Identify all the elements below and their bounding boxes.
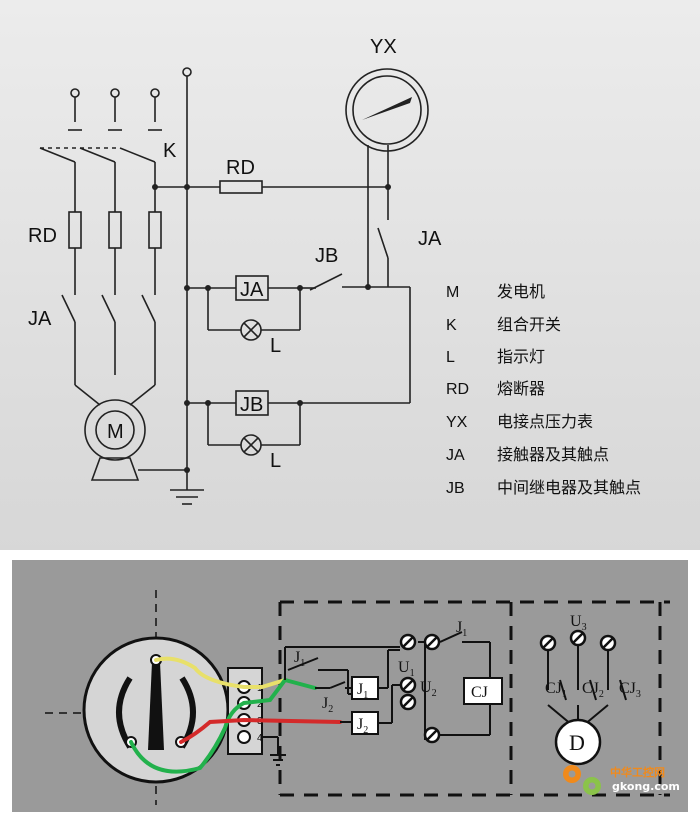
legend-desc: 中间继电器及其触点	[497, 478, 641, 497]
label-k: K	[163, 140, 177, 162]
watermark-url: gkong.com	[612, 780, 680, 793]
label-yx: YX	[370, 36, 397, 58]
label-j2-relay: J2	[357, 716, 368, 736]
label-lamp-2: L	[270, 450, 281, 472]
label-cj: CJ	[471, 684, 488, 701]
label-cj3: CJ3	[619, 680, 641, 700]
pressure-gauge-yx	[345, 68, 429, 403]
label-j1-contact: J1	[456, 619, 467, 639]
label-jb: JB	[315, 245, 338, 267]
legend-code: JB	[446, 480, 465, 497]
label-u3: U3	[570, 613, 587, 633]
neutral-bus	[170, 67, 204, 505]
screw-terminals	[399, 629, 617, 744]
legend-code: RD	[446, 381, 469, 398]
combination-switch-k	[39, 147, 156, 212]
legend-code: M	[446, 284, 459, 301]
fuses-rd	[68, 211, 162, 295]
label-j2-switch: J2	[322, 695, 333, 715]
legend-code: L	[446, 349, 455, 366]
label-d: D	[569, 730, 585, 755]
label-j1-relay: J1	[357, 681, 368, 701]
legend-desc: 熔断器	[497, 379, 545, 398]
jb-coil-branch	[187, 390, 410, 456]
junction-dots	[152, 184, 391, 473]
terminal-2-label: 2	[257, 699, 263, 710]
terminal-4-label: 4	[257, 733, 263, 744]
legend-code: JA	[446, 447, 465, 464]
label-ja-coil: JA	[240, 279, 264, 301]
watermark-cn: 中华工控网	[610, 765, 665, 779]
label-cj1: CJ1	[545, 680, 567, 700]
label-ja-right: JA	[418, 228, 442, 250]
legend-desc: 电接点压力表	[497, 412, 593, 431]
label-u2: U2	[420, 679, 437, 699]
contactor-ja-contacts	[61, 294, 156, 406]
phase-terminals	[68, 88, 162, 131]
motor-d	[554, 718, 602, 766]
colored-wires	[129, 656, 342, 774]
legend-code: YX	[446, 414, 468, 431]
label-u1: U1	[398, 659, 415, 679]
legend-desc: 发电机	[497, 282, 545, 301]
pump-control-schematic: K RD JA RD YX JA JB JA JB L L M M 发电机 K …	[28, 36, 641, 505]
ja-coil-branch	[187, 273, 368, 341]
label-motor: M	[107, 421, 124, 443]
motor-m	[84, 399, 187, 481]
watermark-logo: 中华工控网 gkong.com	[563, 765, 680, 795]
gauge-wiring-diagram: 1 2 3 4	[0, 550, 700, 817]
label-j1-switch: J1	[294, 649, 305, 669]
label-ja-left: JA	[28, 308, 52, 330]
legend-code: K	[446, 317, 457, 334]
legend-desc: 指示灯	[497, 347, 545, 366]
legend: M 发电机 K 组合开关 L 指示灯 RD 熔断器 YX 电接点压力表 JA 接…	[446, 282, 641, 497]
label-lamp-1: L	[270, 335, 281, 357]
legend-desc: 组合开关	[497, 315, 561, 334]
enclosure-boundary	[278, 600, 670, 797]
label-rd-top: RD	[226, 157, 255, 179]
legend-desc: 接触器及其触点	[497, 445, 609, 464]
label-rd-left: RD	[28, 225, 57, 247]
gauge-needle	[362, 97, 412, 120]
control-wiring	[262, 631, 627, 766]
label-jb-coil: JB	[240, 394, 263, 416]
label-cj2: CJ2	[582, 680, 604, 700]
